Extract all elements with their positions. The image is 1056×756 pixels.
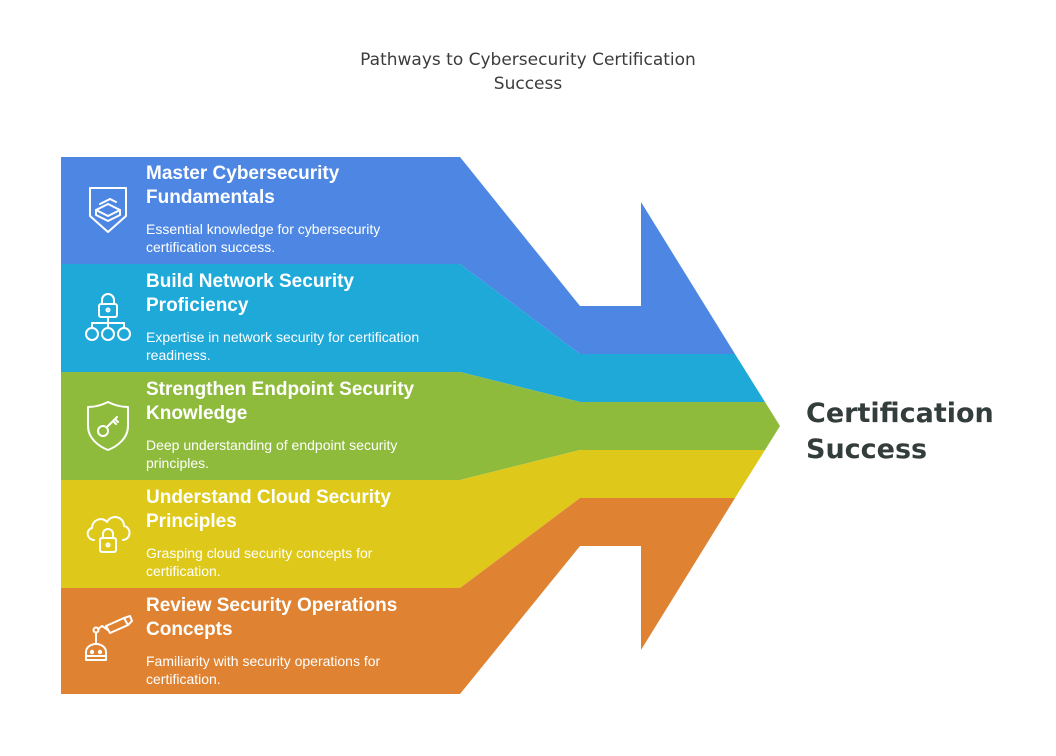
network-lock-icon	[85, 293, 131, 341]
band-2-title-line-1: Build Network Security	[146, 271, 354, 292]
band-1-description: Essential knowledge for cybersecurity ce…	[146, 220, 466, 256]
band-4-title-line-2: Principles	[146, 511, 237, 532]
band-2-text: Build Network Security Proficiency Exper…	[146, 270, 466, 364]
band-4-title-line-1: Understand Cloud Security	[146, 487, 391, 508]
band-4-desc-line-2: certification.	[146, 563, 221, 579]
band-3-title-line-2: Knowledge	[146, 403, 248, 424]
band-3-text: Strengthen Endpoint Security Knowledge D…	[146, 378, 466, 472]
band-3-desc-line-2: principles.	[146, 455, 210, 471]
band-2-desc-line-2: readiness.	[146, 347, 211, 363]
band-4-text: Understand Cloud Security Principles Gra…	[146, 486, 466, 580]
band-5-description: Familiarity with security operations for…	[146, 652, 466, 688]
band-1-shape	[61, 157, 735, 354]
band-1-text: Master Cybersecurity Fundamentals Essent…	[146, 162, 466, 256]
band-3-shape	[61, 372, 780, 480]
band-1-desc-line-2: certification success.	[146, 239, 276, 255]
outcome-label: Certification Success	[806, 396, 994, 468]
band-1-title-line-1: Master Cybersecurity	[146, 163, 340, 184]
band-2-desc-line-1: Expertise in network security for certif…	[146, 329, 420, 345]
band-5-title: Review Security Operations Concepts	[146, 594, 466, 642]
band-3-desc-line-1: Deep understanding of endpoint security	[146, 437, 398, 453]
outcome-line-2: Success	[806, 434, 928, 465]
shield-key-icon	[87, 401, 129, 451]
band-5-text: Review Security Operations Concepts Fami…	[146, 594, 466, 688]
band-5-desc-line-2: certification.	[146, 671, 221, 687]
band-3-title: Strengthen Endpoint Security Knowledge	[146, 378, 466, 426]
band-5-title-line-2: Concepts	[146, 619, 233, 640]
security-camera-icon	[85, 615, 133, 661]
diagram-title-line-1: Pathways to Cybersecurity Certification	[360, 50, 696, 70]
outcome-line-1: Certification	[806, 398, 994, 429]
band-4-shape	[61, 450, 765, 588]
cloud-lock-icon	[86, 516, 131, 553]
band-4-description: Grasping cloud security concepts for cer…	[146, 544, 466, 580]
shield-book-icon	[89, 187, 127, 233]
band-2-shape	[61, 264, 765, 402]
band-5-title-line-1: Review Security Operations	[146, 595, 398, 616]
band-4-title: Understand Cloud Security Principles	[146, 486, 466, 534]
band-1-desc-line-1: Essential knowledge for cybersecurity	[146, 221, 381, 237]
band-2-title-line-2: Proficiency	[146, 295, 249, 316]
band-4-desc-line-1: Grasping cloud security concepts for	[146, 545, 373, 561]
diagram-title: Pathways to Cybersecurity Certification …	[0, 48, 1056, 96]
band-5-desc-line-1: Familiarity with security operations for	[146, 653, 381, 669]
band-3-title-line-1: Strengthen Endpoint Security	[146, 379, 415, 400]
band-5-shape	[61, 498, 735, 694]
band-1-title-line-2: Fundamentals	[146, 187, 275, 208]
band-1-title: Master Cybersecurity Fundamentals	[146, 162, 466, 210]
band-2-title: Build Network Security Proficiency	[146, 270, 466, 318]
diagram-title-line-2: Success	[493, 74, 563, 94]
band-2-description: Expertise in network security for certif…	[146, 328, 466, 364]
band-3-description: Deep understanding of endpoint security …	[146, 436, 466, 472]
